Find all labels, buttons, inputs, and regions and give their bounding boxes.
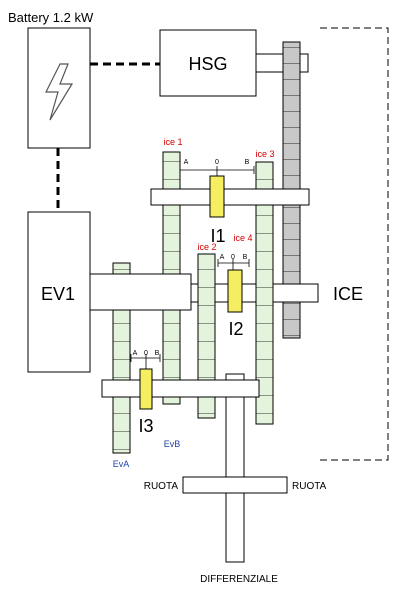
ev1-shaft: [89, 273, 192, 311]
ice-label: ICE: [333, 284, 363, 304]
shaft-1: [150, 188, 310, 206]
ev1-box: [27, 211, 91, 373]
selector-i3-a: A: [133, 350, 138, 357]
gear-eva-label: EvA: [113, 459, 130, 469]
shaft-3: [101, 379, 260, 398]
wheel-left-label: RUOTA: [144, 481, 179, 492]
wheel-right-label: RUOTA: [292, 481, 327, 492]
selector-i2: [217, 259, 250, 271]
selector-i1-b: B: [245, 159, 250, 166]
synchronizer-i1-label: I1: [210, 226, 225, 246]
selector-i1-zero: 0: [215, 159, 219, 166]
gear-ice3-label: ice 3: [255, 149, 274, 159]
selector-i3-zero: 0: [144, 350, 148, 357]
selector-i2-b: B: [243, 254, 248, 261]
differential-label: DIFFERENZIALE: [200, 574, 278, 585]
synchronizer-i2-label: I2: [228, 319, 243, 339]
gear-evb-label: EvB: [164, 439, 181, 449]
selector-i3: [130, 354, 161, 370]
gear-ice2-teeth: [198, 254, 215, 418]
ev1-label: EV1: [41, 284, 75, 304]
synchronizer-i1: [209, 175, 225, 218]
selector-i2-zero: 0: [231, 254, 235, 261]
differential-shaft: [225, 373, 245, 563]
selector-i3-b: B: [155, 350, 160, 357]
selector-i2-a: A: [220, 254, 225, 261]
gear-ice4-label: ice 4: [233, 233, 252, 243]
synchronizer-i3-label: I3: [138, 416, 153, 436]
selector-i1-a: A: [184, 159, 189, 166]
hsg-label: HSG: [188, 54, 227, 74]
battery-label: Battery 1.2 kW: [8, 10, 94, 25]
gear-ice1-label: ice 1: [163, 137, 182, 147]
wheel-axle: [182, 476, 288, 494]
ice-housing-outline: [320, 27, 389, 461]
synchronizer-i2: [227, 269, 243, 313]
gear-ice3-teeth: [256, 162, 273, 424]
lightning-icon: [45, 63, 74, 121]
gear-ice2-label: ice 2: [197, 242, 216, 252]
synchronizer-i3: [139, 368, 153, 410]
